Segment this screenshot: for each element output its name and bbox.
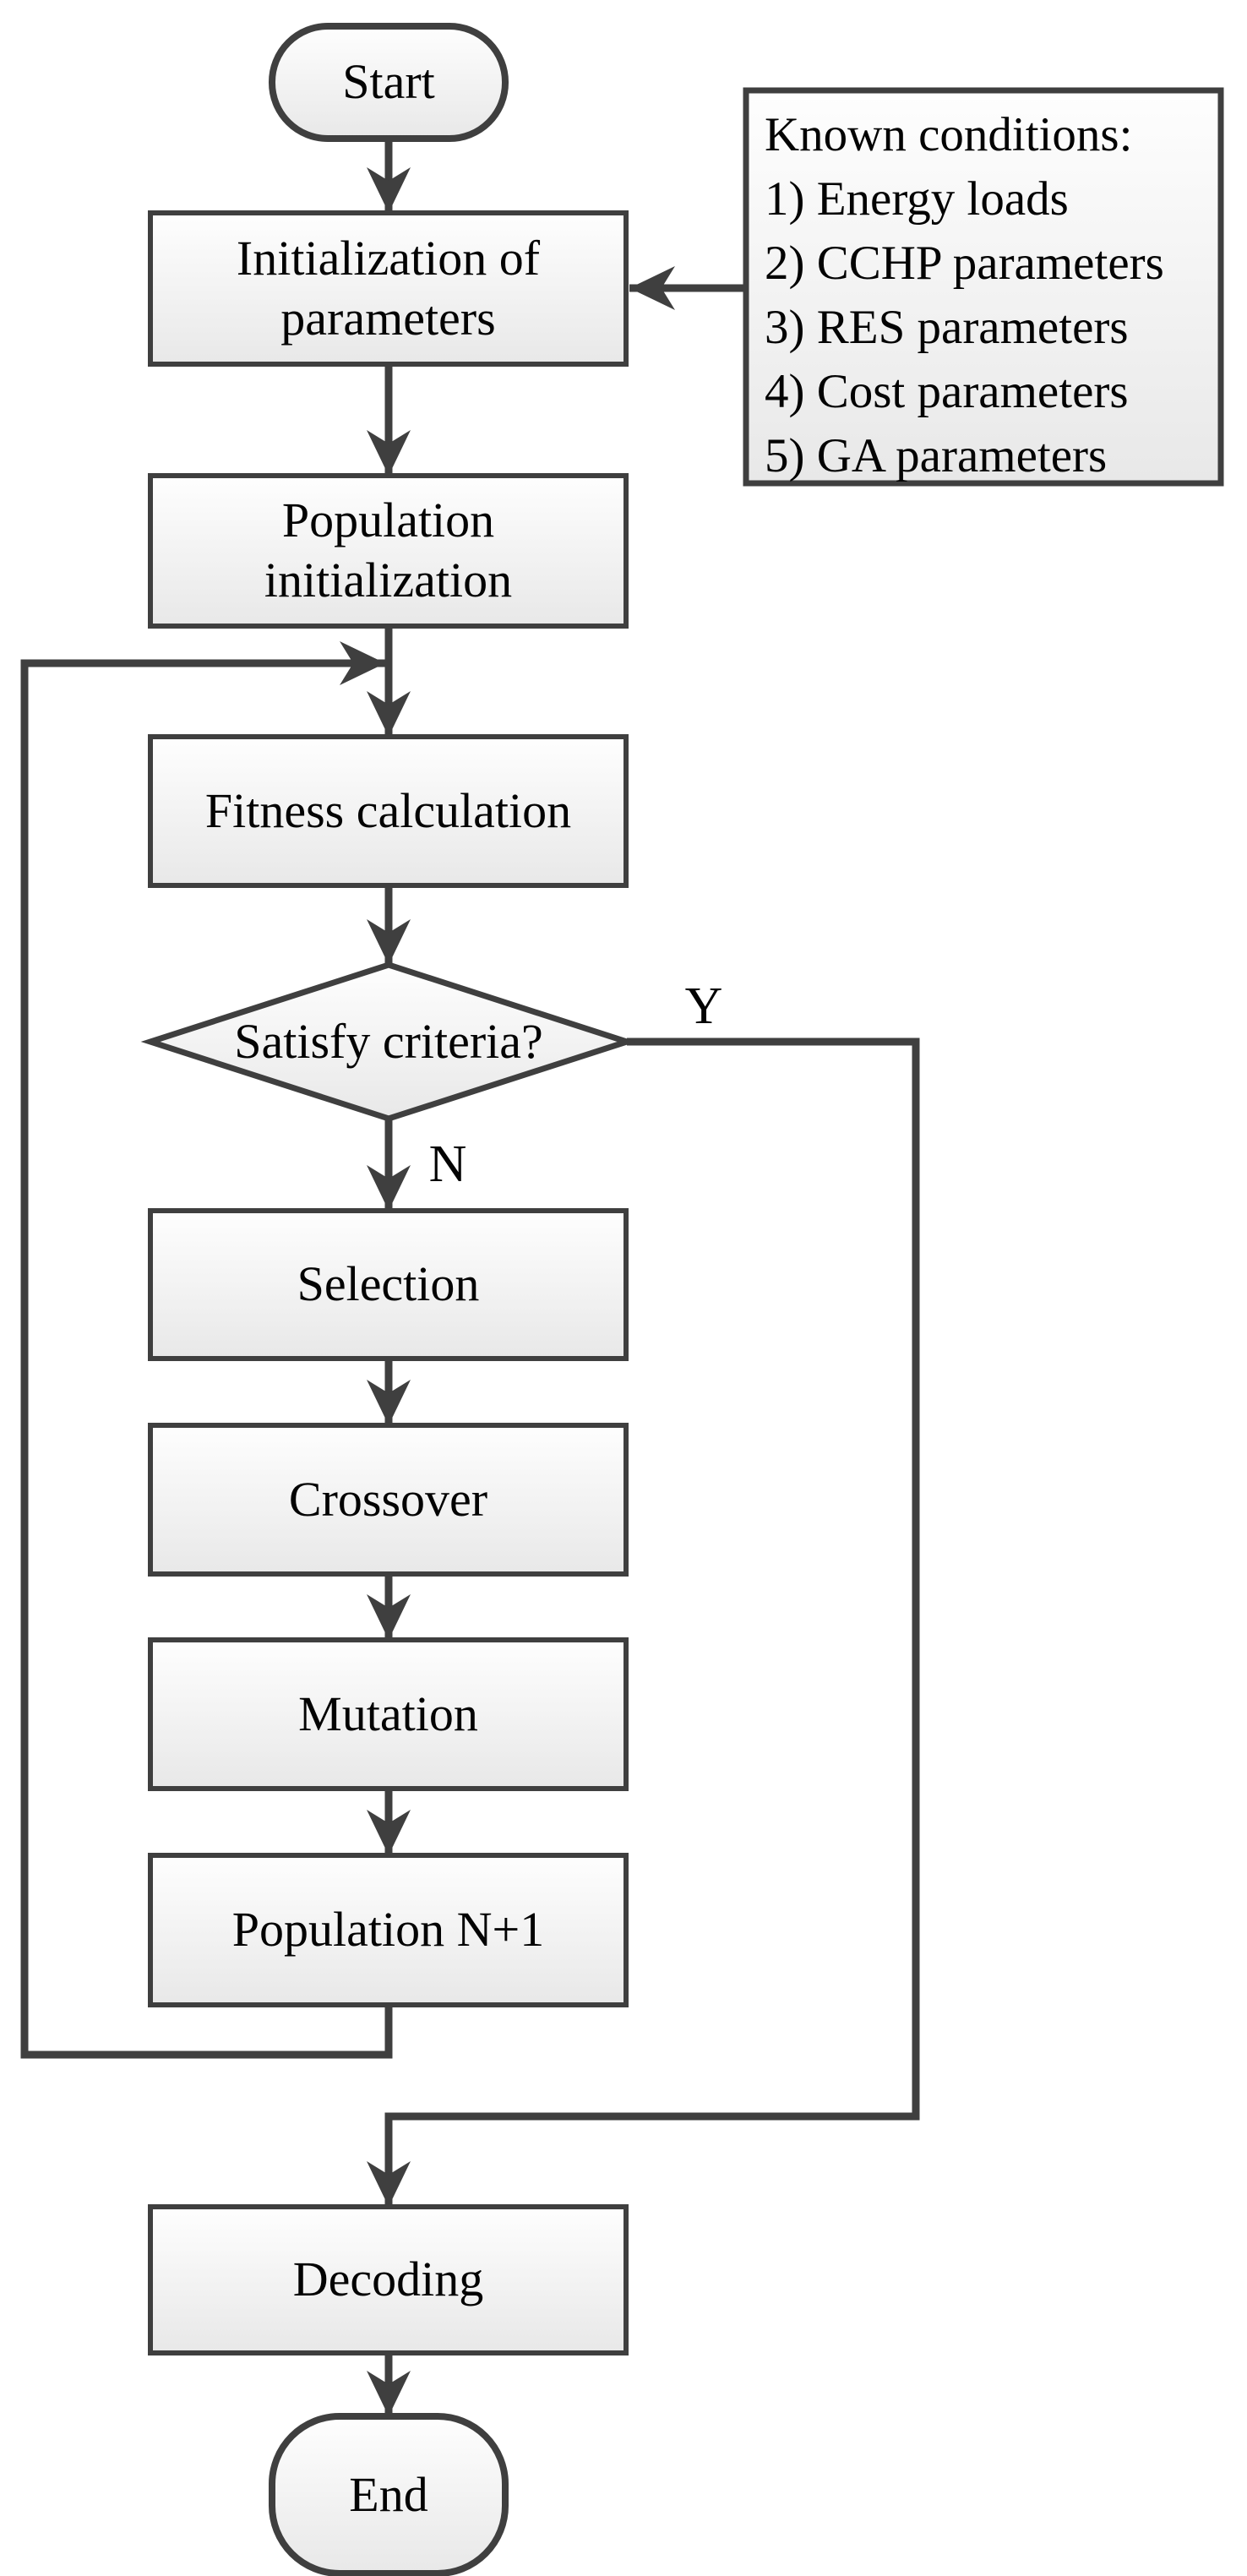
selection-box-shape [148,1208,629,1361]
init-box-shape [148,210,629,367]
arrow-criteria-yes-to-decoding [367,1037,920,2207]
mutation-box-shape [148,1637,629,1791]
end-terminal-shape [269,2413,509,2576]
population-next-box-shape [148,1853,629,2007]
decoding-box-shape [148,2204,629,2355]
criteria-diamond-shape [140,961,637,1122]
arrow-loop-population-next-to-merge [20,641,393,2059]
known-conditions-box-shape [743,87,1224,487]
start-terminal-shape [269,23,509,142]
fitness-box-shape [148,734,629,888]
population-init-box-shape [148,473,629,629]
crossover-box-shape [148,1423,629,1577]
